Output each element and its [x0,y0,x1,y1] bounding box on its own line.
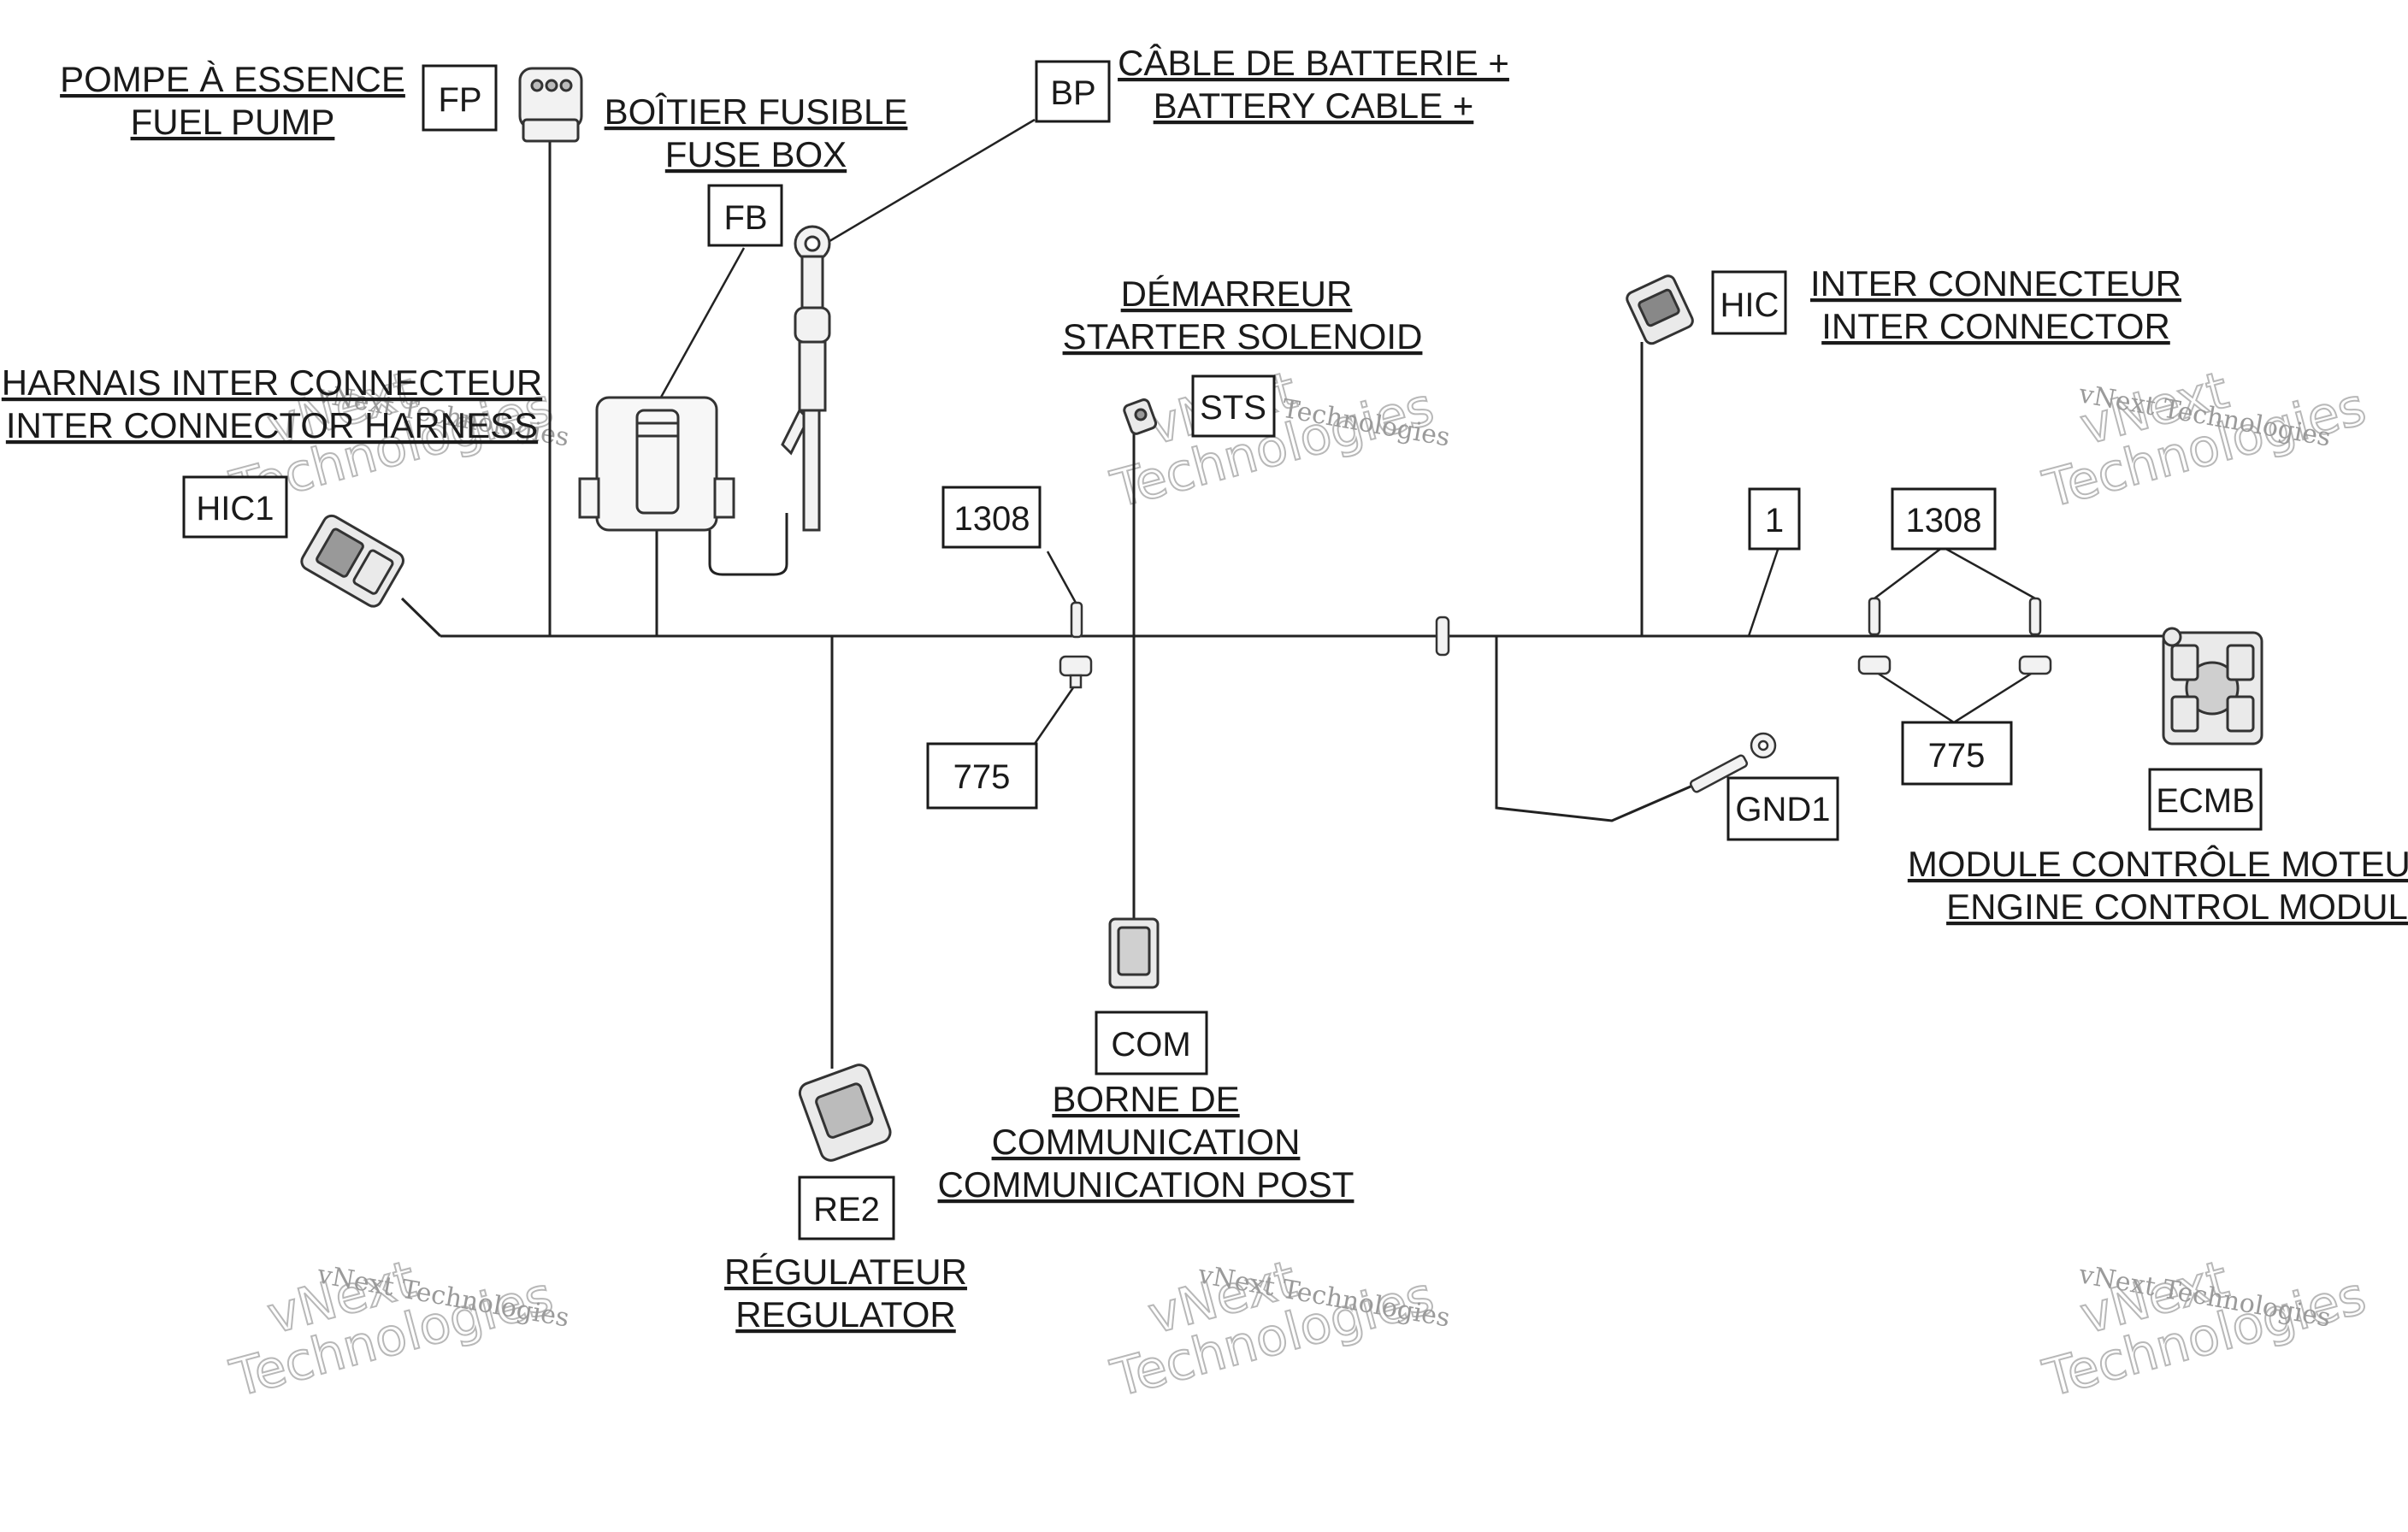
hic-code-box [1711,270,1787,335]
communication-post-icon[interactable] [1108,917,1160,989]
sts-code-box [1191,374,1276,438]
fuel-pump-connector-icon[interactable] [518,67,583,143]
fb-code-box [707,184,783,247]
bp-code: BP [1050,74,1095,112]
gnd-wire [1495,636,1711,822]
code-boxes [182,60,2263,1240]
fuse-box-label-fr: BOÎTIER FUSIBLE [605,91,908,132]
inter-connector-harness-label-en: INTER CONNECTOR HARNESS [6,405,538,445]
gnd1-code-box [1726,776,1839,841]
re2-code: RE2 [813,1191,880,1229]
regulator-label-en: REGULATOR [735,1294,956,1335]
hic-connector-icon[interactable] [1625,274,1695,345]
wires [400,137,2172,1069]
ground-terminal-icon[interactable] [1689,732,1777,793]
communication-post-label-fr-2: COMMUNICATION [992,1122,1301,1162]
w1308b-code-box [1891,487,1997,551]
starter-solenoid-label-fr: DÉMARREUR [1121,274,1353,314]
engine-control-module-label-fr: MODULE CONTRÔLE MOTEUR [1908,844,2408,884]
communication-post-label-en: COMMUNICATION POST [938,1164,1354,1205]
communication-post-label-fr-1: BORNE DE [1052,1079,1239,1119]
wire-1-code: 1 [1765,502,1784,539]
regulator-label-fr: RÉGULATEUR [724,1252,967,1292]
starter-solenoid-label-en: STARTER SOLENOID [1063,316,1423,356]
fuse-box-icon[interactable] [578,396,735,532]
com-code-box [1095,1011,1208,1075]
inter-connector-label-en: INTER CONNECTOR [1821,306,2170,346]
hic1-code: HIC1 [196,490,274,527]
battery-cable-icon[interactable] [781,225,831,532]
w1-code-box [1748,487,1801,551]
splice-center-icon [1435,616,1450,657]
bp-code-box [1035,60,1111,123]
fp-code-box [422,64,498,132]
w775a-code-box [926,742,1038,810]
wire-1308-code: 1308 [954,500,1030,538]
component-labels: POMPE À ESSENCE FUEL PUMP BOÎTIER FUSIBL… [2,43,2408,1335]
hic-code: HIC [1720,286,1779,324]
starter-solenoid-connector-icon[interactable] [1123,398,1158,435]
w1308a-code-box [941,486,1042,549]
leader-lines [657,118,2036,745]
engine-control-module-label-en: ENGINE CONTROL MODULE [1946,887,2408,927]
battery-cable-label-fr: CÂBLE DE BATTERIE + [1118,43,1509,83]
code-labels: FP FB BP STS HIC HIC1 1308 775 1 1308 77… [196,74,2254,1229]
wire-775-code: 775 [1928,737,1986,775]
hic1-wire [400,597,442,638]
splice-1308-left-icon [1059,601,1093,689]
ecmb-code-box [2148,768,2263,831]
regulator-connector-icon[interactable] [797,1062,893,1163]
fb-code: FB [723,199,767,237]
re2-code-box [798,1176,895,1240]
fuse-box-label-en: FUSE BOX [665,134,847,174]
wire-775-code: 775 [953,758,1011,796]
gnd1-code: GND1 [1735,791,1830,828]
com-code: COM [1111,1026,1190,1064]
wire-1308-code: 1308 [1906,502,1982,539]
sts-code: STS [1200,389,1266,427]
w775b-code-box [1901,721,2013,786]
ecmb-code: ECMB [2156,782,2255,820]
ecm-connector-icon[interactable] [2162,627,2263,745]
splice-1308-right-b-icon [2018,597,2052,675]
fuel-pump-label-fr: POMPE À ESSENCE [60,59,405,99]
inter-connector-label-fr: INTER CONNECTEUR [1810,263,2181,303]
battery-cable-wire [708,513,788,576]
splice-1308-right-a-icon [1857,597,1892,675]
hic1-connector-icon[interactable] [298,513,406,610]
fuel-pump-label-en: FUEL PUMP [131,102,335,142]
fp-code: FP [438,81,481,119]
battery-cable-label-en: BATTERY CABLE + [1154,85,1474,126]
hic1-code-box [182,475,288,539]
inter-connector-harness-label-fr: HARNAIS INTER CONNECTEUR [2,362,542,403]
